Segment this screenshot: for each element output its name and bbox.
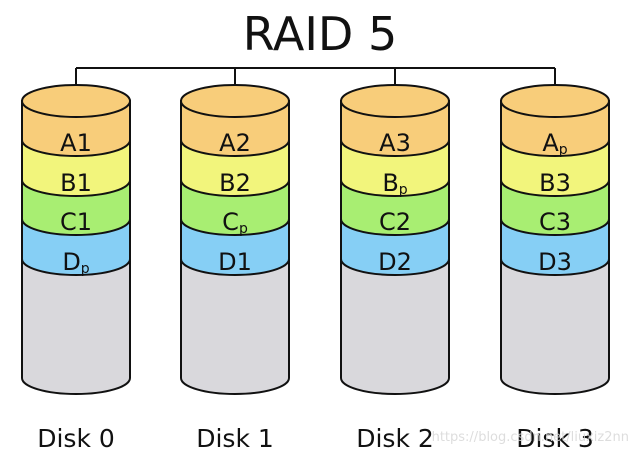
block-label: Bp [382, 169, 407, 198]
block-label: C2 [379, 208, 411, 236]
block-label: D2 [378, 248, 412, 276]
block-label-letter: A [60, 129, 77, 157]
block-label: A3 [379, 129, 411, 157]
block-label-letter: D [378, 248, 396, 276]
parity-subscript: p [239, 221, 248, 237]
disk-label: Disk 0 [37, 424, 115, 453]
block-index: 2 [396, 208, 411, 236]
disk-top-cap [21, 84, 131, 118]
block-index: 1 [237, 248, 252, 276]
block-label: D3 [538, 248, 572, 276]
block-label: C3 [539, 208, 571, 236]
block-label-letter: C [379, 208, 396, 236]
block-label: Cp [222, 208, 248, 237]
block-label-letter: A [219, 129, 236, 157]
disk-top-cap [180, 84, 290, 118]
block-index: 2 [397, 248, 412, 276]
block-label-letter: B [60, 169, 76, 197]
parity-subscript: p [81, 261, 90, 277]
block-index: 3 [557, 248, 572, 276]
block-label-letter: D [218, 248, 236, 276]
disk-empty-space [21, 258, 131, 395]
block-index: 3 [396, 129, 411, 157]
block-label: C1 [60, 208, 92, 236]
block-label-letter: A [379, 129, 396, 157]
block-label-letter: A [542, 129, 559, 157]
block-label-letter: B [219, 169, 235, 197]
block-label-letter: B [539, 169, 555, 197]
disk-empty-space [180, 258, 290, 395]
block-label-letter: C [60, 208, 77, 236]
block-index: 1 [77, 169, 92, 197]
block-index: 1 [77, 208, 92, 236]
block-label-letter: C [539, 208, 556, 236]
parity-subscript: p [559, 142, 568, 158]
block-label: A2 [219, 129, 251, 157]
block-index: 1 [77, 129, 92, 157]
block-index: 2 [236, 169, 251, 197]
block-index: 3 [556, 169, 571, 197]
disk-top-cap [500, 84, 610, 118]
block-label-letter: D [62, 248, 80, 276]
disk-empty-space [500, 258, 610, 395]
block-label: Ap [542, 129, 567, 158]
disk-label: Disk 1 [196, 424, 274, 453]
disk-empty-space [340, 258, 450, 395]
disk-label: Disk 3 [516, 424, 594, 453]
parity-subscript: p [399, 182, 408, 198]
disk-label: Disk 2 [356, 424, 434, 453]
block-label-letter: D [538, 248, 556, 276]
block-label-letter: B [382, 169, 398, 197]
block-label: B2 [219, 169, 251, 197]
disk-top-cap [340, 84, 450, 118]
connector-lines [75, 67, 556, 85]
block-label: Dp [62, 248, 89, 277]
block-index: 3 [556, 208, 571, 236]
diagram-title: RAID 5 [243, 7, 397, 61]
block-label: B1 [60, 169, 92, 197]
watermark-text: https://blog.csdn.net/liuxiz2nn [432, 430, 629, 445]
block-label-letter: C [222, 208, 239, 236]
block-label: A1 [60, 129, 92, 157]
block-index: 2 [236, 129, 251, 157]
block-label: D1 [218, 248, 252, 276]
block-label: B3 [539, 169, 571, 197]
